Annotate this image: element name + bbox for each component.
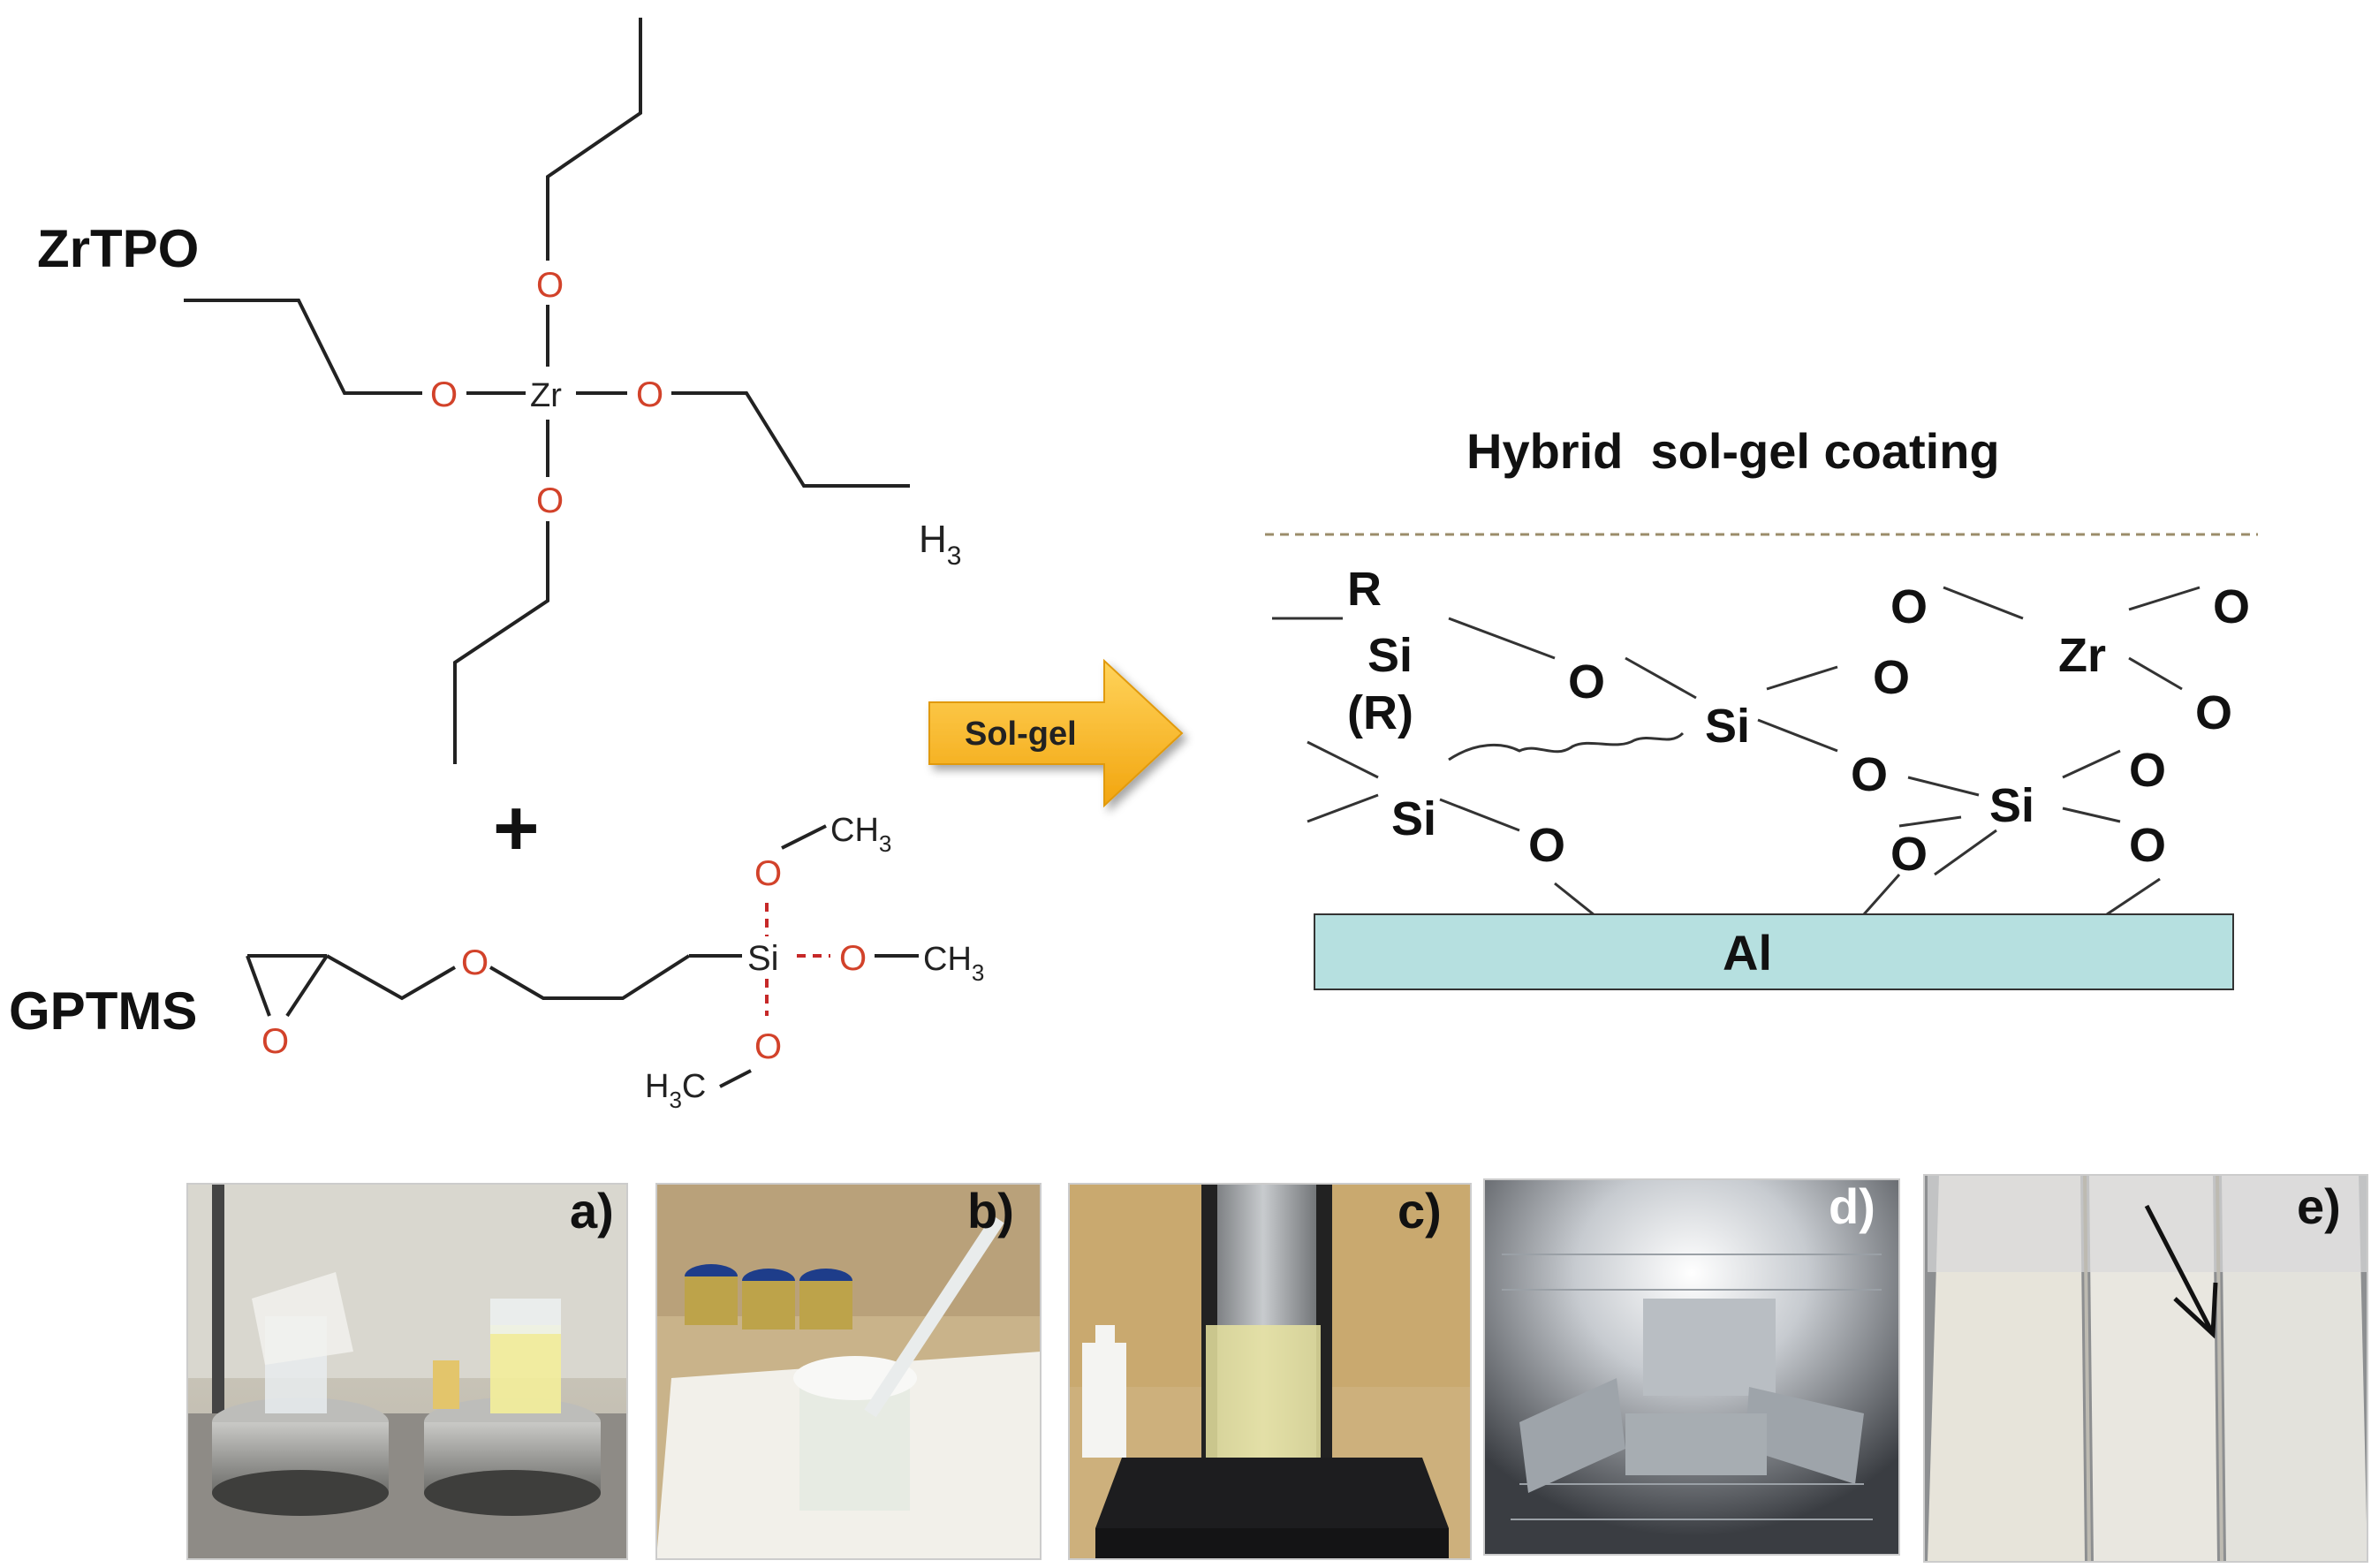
coating-o-3: O [1890,580,1928,633]
gptms-ch3-right: CH3 [923,941,984,986]
sol-gel-arrow [928,658,1184,808]
gptms-oxygen-top: O [754,854,782,893]
photo-b: b) [655,1183,1042,1560]
gptms-molecule [246,954,742,1018]
coating-title: Hybrid sol-gel coating [1466,423,2000,479]
photo-d-label: d) [1829,1178,1875,1234]
coating-si-4: Si [1989,779,2034,832]
aluminum-substrate [1314,913,2234,990]
gptms-si-atom: Si [747,939,779,978]
coating-si-1: Si [1367,629,1413,682]
sol-gel-arrow-label: Sol-gel [965,716,1077,753]
zrtpo-oxygen-right: O [636,375,663,414]
coating-zr: Zr [2058,629,2106,682]
coating-o-5: O [2213,580,2250,633]
coating-o-6: O [2195,686,2232,739]
gptms-h3c-bottom: H3C [645,1068,706,1113]
plus-sign: + [493,784,540,873]
coating-network-bonds [1272,586,2201,920]
coating-o-9: O [2129,819,2166,872]
zrtpo-oxygen-top: O [536,266,564,305]
coating-o-8: O [2129,744,2166,797]
coating-r: R [1347,563,1382,616]
coating-o-10: O [1890,828,1928,881]
photo-e: e) [1923,1174,2368,1563]
gptms-si-bonds [765,903,830,1016]
photo-c-label: c) [1398,1183,1442,1238]
photo-d: d) [1483,1178,1900,1556]
coating-o-7: O [1851,748,1888,801]
coating-o-1: O [1568,655,1605,708]
aluminum-substrate-label: Al [1723,925,1772,981]
gptms-oxygen-bottom: O [754,1027,782,1066]
photo-c: c) [1068,1183,1472,1560]
zrtpo-oxygen-left: O [430,375,458,414]
coating-o-2: O [1528,819,1565,872]
gptms-ch3-top: CH3 [830,812,891,857]
photo-e-label: e) [2297,1178,2341,1234]
coating-si-2: Si [1391,792,1436,845]
zrtpo-label: ZrTPO [37,219,199,278]
arrow-icon [2144,1204,2218,1339]
zrtpo-h3: H3 [919,518,961,571]
gptms-label: GPTMS [9,981,197,1041]
gptms-ether-oxygen: O [461,943,489,982]
zr-atom: Zr [530,377,562,414]
coating-si-3: Si [1705,700,1750,753]
photo-a-label: a) [570,1183,614,1238]
zrtpo-oxygen-bottom: O [536,481,564,520]
gptms-epoxide-oxygen: O [261,1022,289,1061]
coating-o-4: O [1873,651,1910,704]
coating-r-paren: (R) [1347,686,1413,739]
gptms-oxygen-right: O [839,939,867,978]
zrtpo-molecule [184,18,910,764]
photo-a: a) [186,1183,628,1560]
photo-b-label: b) [967,1183,1014,1238]
